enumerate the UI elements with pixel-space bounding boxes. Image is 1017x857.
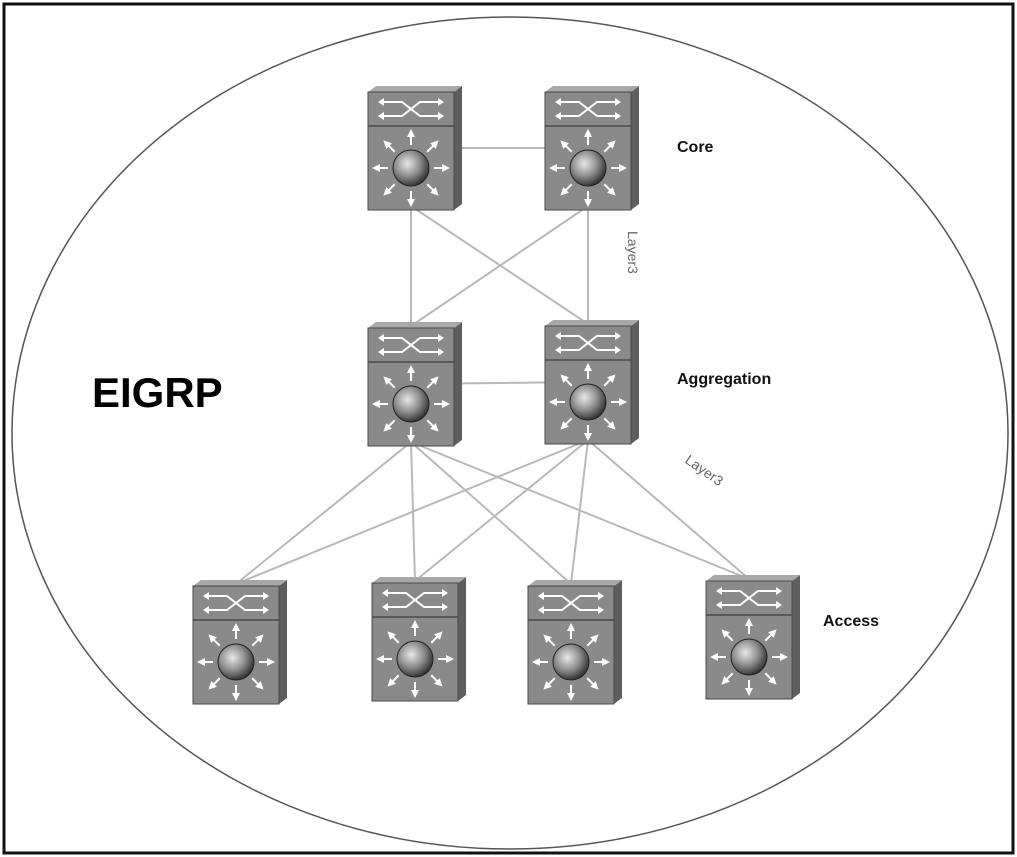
link-agg-2-access-1 <box>235 439 589 585</box>
links-layer <box>235 147 750 585</box>
device-core-2 <box>544 86 639 211</box>
eigrp-domain-boundary <box>11 16 1009 850</box>
link-core-2-agg-1 <box>410 205 589 327</box>
device-access-1 <box>192 580 287 705</box>
link-label-core-aggregation: Layer3 <box>625 231 641 274</box>
tier-label-core: Core <box>677 139 714 156</box>
multilayer-switch-icon <box>192 580 287 705</box>
link-agg-1-access-1 <box>235 441 412 585</box>
multilayer-switch-icon <box>527 580 622 705</box>
multilayer-switch-icon <box>544 320 639 445</box>
multilayer-switch-icon <box>367 86 462 211</box>
multilayer-switch-icon <box>371 577 466 702</box>
link-agg-1-access-3 <box>410 441 572 585</box>
device-access-3 <box>527 580 622 705</box>
protocol-label: EIGRP <box>92 369 223 416</box>
multilayer-switch-icon <box>705 575 800 700</box>
tier-label-access: Access <box>823 613 879 630</box>
devices-layer <box>192 86 800 705</box>
device-access-2 <box>371 577 466 702</box>
device-agg-1 <box>367 322 462 447</box>
device-core-1 <box>367 86 462 211</box>
multilayer-switch-icon <box>367 322 462 447</box>
link-agg-2-access-3 <box>570 439 589 585</box>
device-agg-2 <box>544 320 639 445</box>
device-access-4 <box>705 575 800 700</box>
tier-label-aggregation: Aggregation <box>677 371 771 388</box>
multilayer-switch-icon <box>544 86 639 211</box>
link-agg-2-access-2 <box>414 439 589 582</box>
link-agg-2-access-4 <box>587 439 750 580</box>
